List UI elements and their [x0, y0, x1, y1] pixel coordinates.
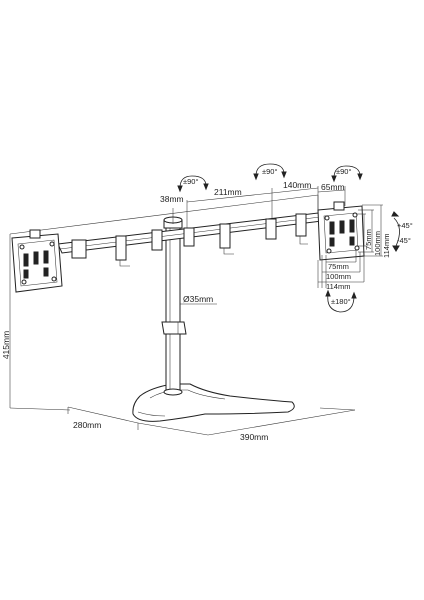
stand-pole [161, 216, 187, 396]
tilt-up-label: +45° [397, 221, 413, 230]
rotate-icon [325, 289, 357, 313]
swivel-right-label: ±90° [336, 167, 351, 176]
rotate-label: ±180° [331, 297, 351, 306]
base-width-label: 390mm [240, 432, 268, 442]
vesa-h114-label: 114mm [382, 234, 391, 258]
swivel-mid-label: ±90° [262, 167, 277, 176]
swivel-left-label: ±90° [183, 177, 198, 186]
swivel-left-icon [177, 175, 209, 193]
base-depth-dimension [67, 406, 139, 430]
double-arm [57, 212, 323, 267]
base-depth-label: 280mm [73, 420, 101, 430]
tilt-icon [391, 211, 400, 252]
swivel-right-icon [331, 165, 363, 183]
tilt-down-label: -45° [397, 236, 411, 245]
arm-inner-label: 211mm [214, 187, 242, 197]
pole-to-clamp-label: 38mm [160, 194, 184, 204]
plate-offset-label: 65mm [321, 182, 345, 192]
arm-outer-label: 140mm [283, 180, 311, 190]
vesa-height-dimensions [356, 204, 383, 257]
vesa-w100-label: 100mm [326, 272, 351, 281]
vesa-h100-label: 100mm [373, 231, 382, 256]
height-label: 415mm [1, 331, 11, 359]
vesa-w75-label: 75mm [328, 262, 349, 271]
swivel-mid-icon [253, 163, 287, 181]
vesa-width-dimensions [317, 250, 365, 288]
pole-diameter-label: Ø35mm [183, 294, 213, 304]
vesa-h75-label: 75mm [364, 229, 373, 250]
base-width-dimension [137, 407, 356, 436]
left-vesa-plate [11, 229, 63, 293]
vesa-w114-label: 114mm [326, 282, 350, 291]
arm-dimension-lines [172, 186, 346, 228]
right-vesa-plate [317, 201, 365, 261]
stand-base [132, 383, 295, 422]
